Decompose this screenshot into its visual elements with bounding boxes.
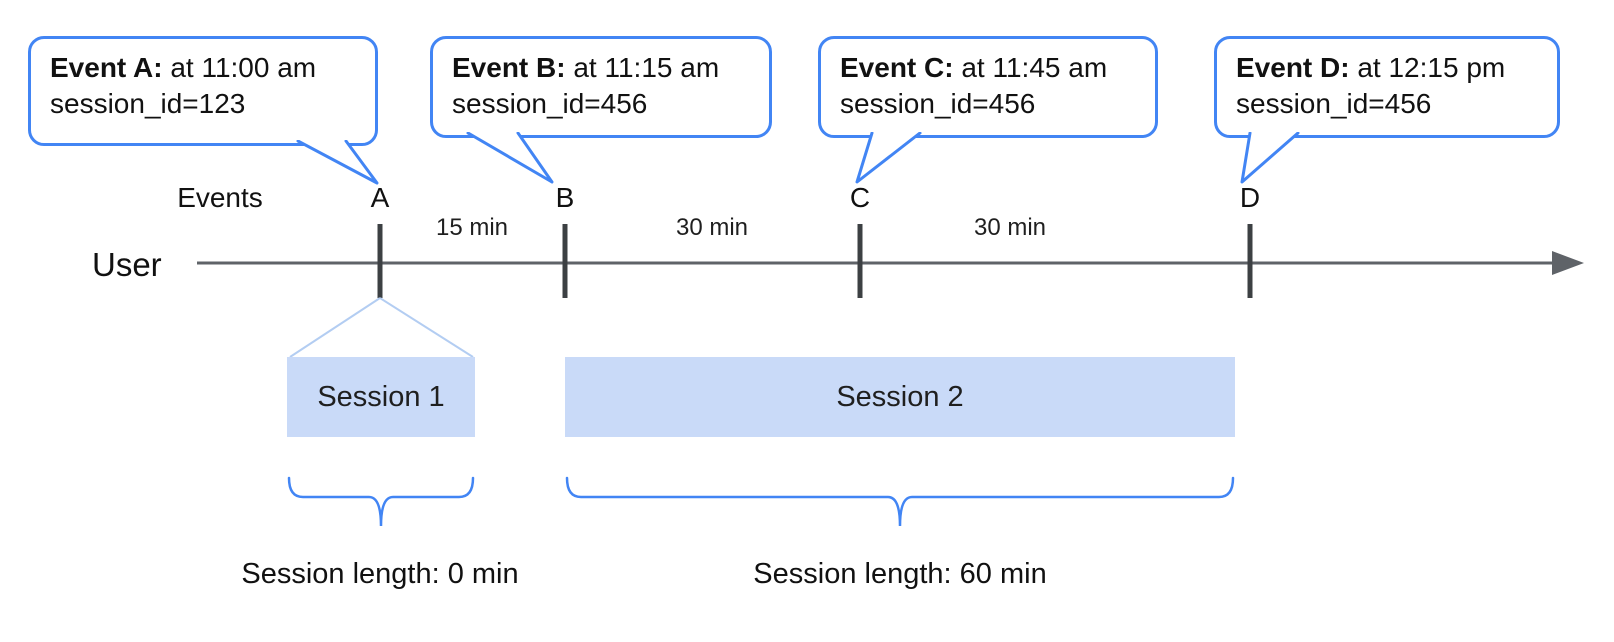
event-a-callout-tail [296, 140, 379, 185]
session-2-label: Session 2 [836, 380, 964, 413]
session-2-box: Session 2 [565, 357, 1235, 437]
event-c-callout: Event C: at 11:45 am session_id=456 [818, 36, 1158, 138]
event-a-title: Event A: [50, 52, 163, 83]
gap-label-a-b: 15 min [435, 214, 509, 241]
session-1-funnel-line-right [379, 297, 474, 358]
event-c-time: at 11:45 am [953, 52, 1108, 83]
session-1-length-label: Session length: 0 min [241, 558, 519, 590]
event-d-callout: Event D: at 12:15 pm session_id=456 [1214, 36, 1560, 138]
events-axis-label: Events [177, 182, 263, 213]
event-b-callout-tail [466, 132, 554, 184]
session-1-funnel-line-left [289, 297, 381, 358]
gap-label-c-d: 30 min [973, 214, 1047, 241]
event-d-title: Event D: [1236, 52, 1350, 83]
event-marker-a: A [370, 182, 390, 213]
session-2-brace [565, 476, 1235, 527]
event-d-callout-tail [1240, 132, 1300, 184]
event-b-title: Event B: [452, 52, 566, 83]
session-1-brace [287, 476, 475, 527]
session-1-box: Session 1 [287, 357, 475, 437]
event-d-callout-line1: Event D: at 12:15 pm [1236, 50, 1538, 86]
event-c-title: Event C: [840, 52, 954, 83]
event-a-session-id: session_id=123 [50, 88, 246, 120]
event-b-time: at 11:15 am [565, 52, 720, 83]
event-d-time: at 12:15 pm [1349, 52, 1506, 83]
event-b-session-id: session_id=456 [452, 88, 648, 120]
timeline-arrow-head-icon [1552, 251, 1584, 275]
user-axis-label: User [92, 246, 162, 283]
event-c-session-id: session_id=456 [840, 88, 1036, 120]
event-marker-d: D [1239, 182, 1261, 213]
event-a-callout-line1: Event A: at 11:00 am [50, 50, 356, 86]
session-2-length-label: Session length: 60 min [753, 558, 1047, 590]
event-marker-c: C [849, 182, 871, 213]
event-c-callout-tail [855, 132, 922, 184]
event-b-callout: Event B: at 11:15 am session_id=456 [430, 36, 772, 138]
event-d-session-id: session_id=456 [1236, 88, 1432, 120]
event-a-time: at 11:00 am [162, 52, 317, 83]
event-marker-b: B [555, 182, 575, 213]
event-b-callout-line1: Event B: at 11:15 am [452, 50, 750, 86]
session-1-label: Session 1 [317, 380, 445, 413]
gap-label-b-c: 30 min [675, 214, 749, 241]
event-c-callout-line1: Event C: at 11:45 am [840, 50, 1136, 86]
event-a-callout: Event A: at 11:00 am session_id=123 [28, 36, 378, 146]
